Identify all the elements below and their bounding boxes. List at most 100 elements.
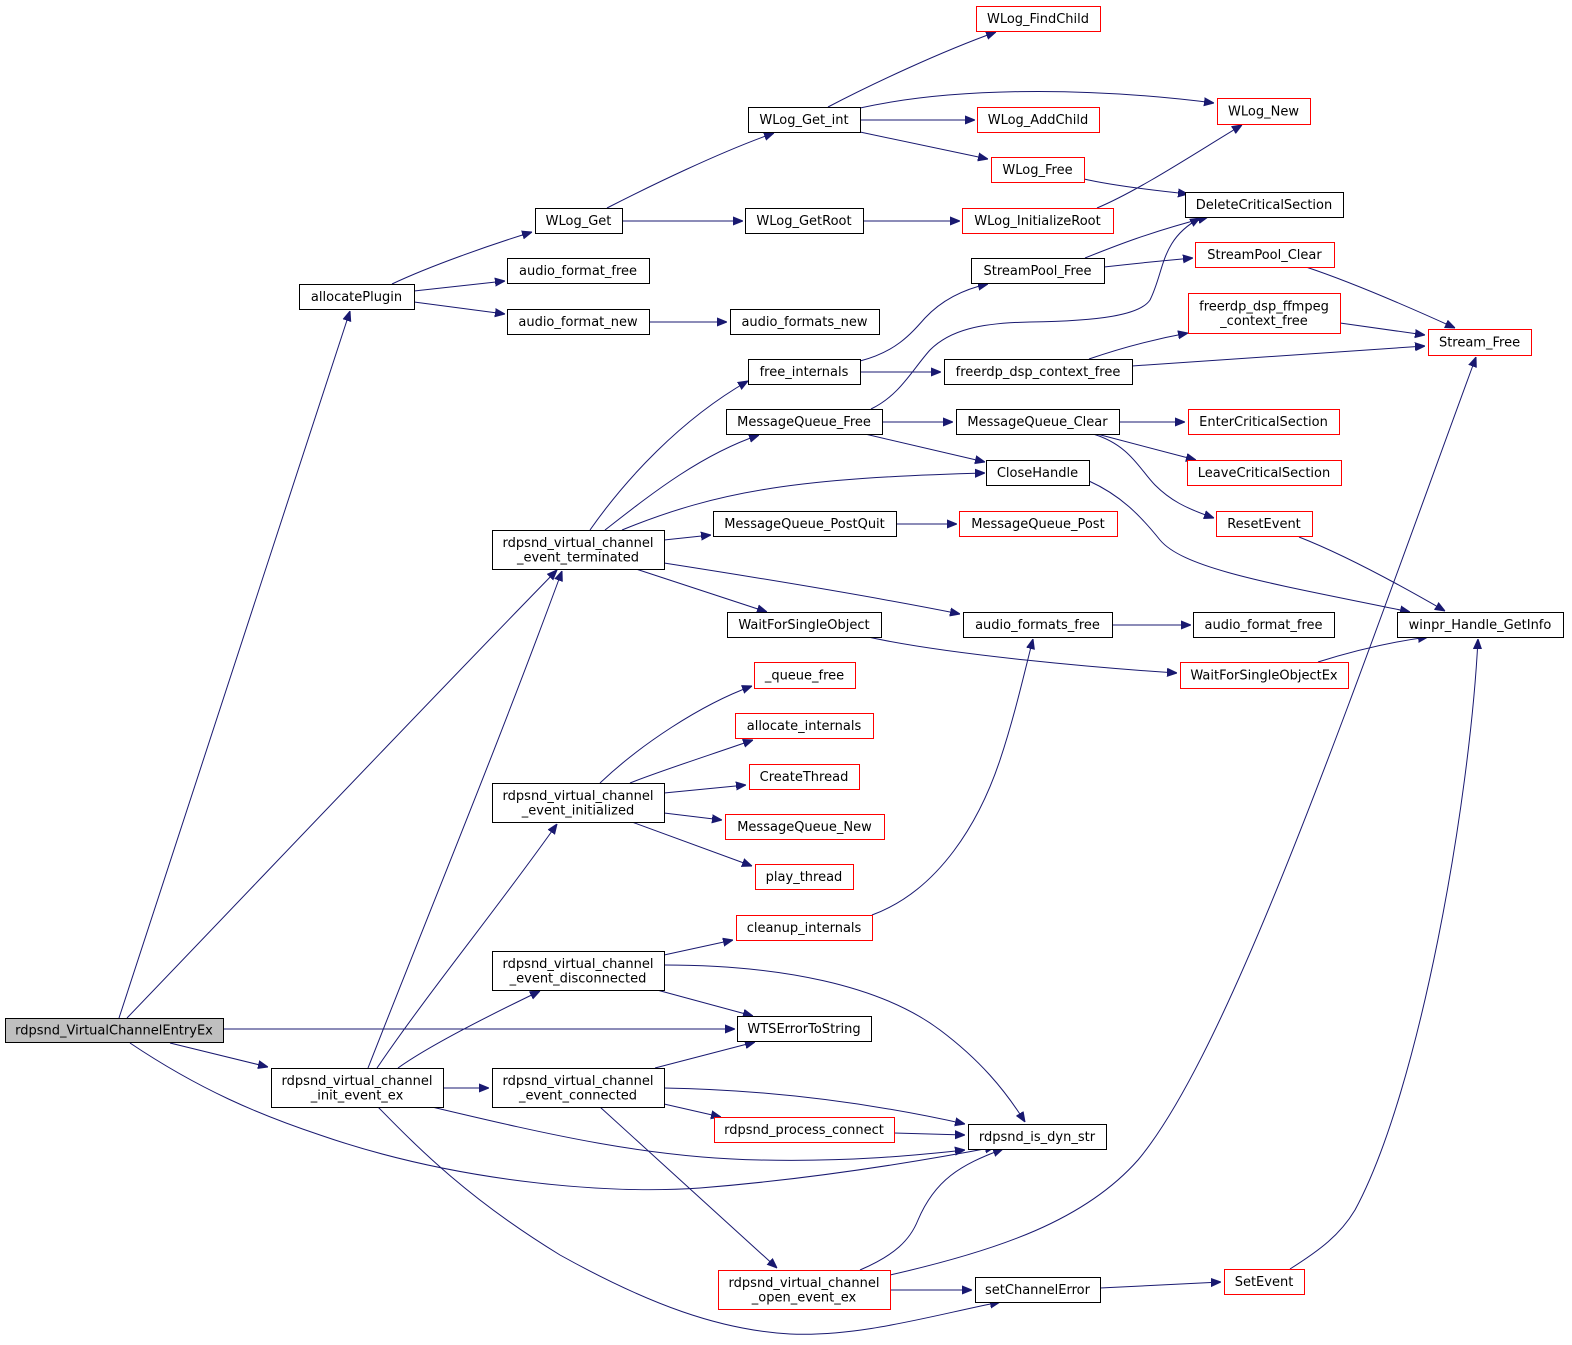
node-message-queue-post[interactable]: MessageQueue_Post bbox=[959, 511, 1118, 537]
edge-open-event-ex-to-stream-free bbox=[889, 357, 1476, 1276]
node-stream-pool-clear[interactable]: StreamPool_Clear bbox=[1195, 242, 1335, 268]
edge-stream-pool-clear-to-stream-free bbox=[1305, 266, 1455, 328]
node-allocate-internals[interactable]: allocate_internals bbox=[735, 713, 874, 739]
node-stream-pool-free[interactable]: StreamPool_Free bbox=[971, 258, 1105, 284]
node-label: freerdp_dsp_context_free bbox=[956, 365, 1121, 380]
node-allocate-plugin[interactable]: allocatePlugin bbox=[299, 284, 415, 310]
node-box bbox=[745, 208, 864, 234]
edge-allocate-plugin-to-audio-format-free-1 bbox=[413, 281, 505, 292]
node-label: WLog_InitializeRoot bbox=[974, 214, 1100, 229]
node-wait-for-single-object[interactable]: WaitForSingleObject bbox=[727, 612, 882, 638]
edge-init-event-ex-to-set-channel-error bbox=[377, 1106, 1000, 1335]
node-ev-disconnected[interactable]: rdpsnd_virtual_channel_event_disconnecte… bbox=[492, 951, 665, 991]
node-set-channel-error[interactable]: setChannelError bbox=[975, 1277, 1101, 1303]
node-wlog-new[interactable]: WLog_New bbox=[1217, 98, 1311, 125]
node-ev-terminated[interactable]: rdpsnd_virtual_channel_event_terminated bbox=[492, 530, 665, 570]
node-close-handle[interactable]: CloseHandle bbox=[986, 460, 1090, 486]
node-set-event[interactable]: SetEvent bbox=[1224, 1269, 1305, 1295]
node-is-dyn-str[interactable]: rdpsnd_is_dyn_str bbox=[968, 1124, 1107, 1150]
node-label: MessageQueue_Free bbox=[737, 415, 871, 430]
node-label: Stream_Free bbox=[1439, 336, 1520, 351]
node-message-queue-free[interactable]: MessageQueue_Free bbox=[726, 409, 883, 435]
node-wlog-find-child[interactable]: WLog_FindChild bbox=[976, 6, 1101, 32]
edge-set-channel-error-to-set-event bbox=[1099, 1282, 1221, 1289]
node-box bbox=[1187, 460, 1342, 486]
node-label: freerdp_dsp_ffmpeg bbox=[1199, 299, 1329, 314]
edge-wlog-get-int-to-wlog-new bbox=[859, 91, 1214, 109]
node-label: CloseHandle bbox=[997, 466, 1078, 481]
node-queue-free[interactable]: _queue_free bbox=[754, 662, 856, 689]
node-process-connect[interactable]: rdpsnd_process_connect bbox=[714, 1117, 895, 1143]
node-box bbox=[725, 814, 885, 840]
nodes-layer: rdpsnd_VirtualChannelEntryEx allocatePlug… bbox=[5, 6, 1564, 1310]
edge-wlog-initialize-root-to-wlog-new bbox=[1096, 125, 1242, 209]
edge-ev-terminated-to-audio-formats-free bbox=[663, 562, 960, 614]
node-wtserror-to-string[interactable]: WTSErrorToString bbox=[737, 1016, 872, 1042]
node-box bbox=[976, 6, 1101, 32]
edge-wlog-get-int-to-wlog-free bbox=[859, 131, 988, 159]
node-ev-connected[interactable]: rdpsnd_virtual_channel_event_connected bbox=[492, 1068, 665, 1108]
node-wlog-get[interactable]: WLog_Get bbox=[535, 208, 623, 234]
node-message-queue-clear[interactable]: MessageQueue_Clear bbox=[956, 409, 1120, 435]
edge-message-queue-clear-to-reset-event bbox=[1092, 433, 1214, 518]
node-leave-critical-section[interactable]: LeaveCriticalSection bbox=[1187, 460, 1342, 486]
edge-wlog-get-int-to-wlog-find-child bbox=[827, 32, 996, 108]
node-label: MessageQueue_Clear bbox=[967, 415, 1108, 430]
edge-ev-terminated-to-free-internals bbox=[589, 381, 748, 531]
node-message-queue-new[interactable]: MessageQueue_New bbox=[725, 814, 885, 840]
node-audio-format-new[interactable]: audio_format_new bbox=[507, 309, 650, 335]
node-winpr-handle-get-info[interactable]: winpr_Handle_GetInfo bbox=[1397, 612, 1564, 638]
edge-init-event-ex-to-ev-disconnected bbox=[397, 991, 540, 1069]
node-wlog-get-int[interactable]: WLog_Get_int bbox=[748, 107, 861, 133]
node-wlog-add-child[interactable]: WLog_AddChild bbox=[977, 107, 1100, 133]
node-label: WLog_GetRoot bbox=[756, 214, 851, 229]
node-cleanup-internals[interactable]: cleanup_internals bbox=[736, 915, 873, 941]
node-box bbox=[713, 511, 897, 537]
node-wait-for-single-object-ex[interactable]: WaitForSingleObjectEx bbox=[1180, 662, 1349, 689]
node-root[interactable]: rdpsnd_VirtualChannelEntryEx bbox=[5, 1018, 224, 1043]
node-audio-formats-new[interactable]: audio_formats_new bbox=[730, 309, 880, 335]
node-audio-format-free-2[interactable]: audio_format_free bbox=[1193, 612, 1335, 638]
node-open-event-ex[interactable]: rdpsnd_virtual_channel_open_event_ex bbox=[718, 1270, 891, 1310]
node-ffmpeg-free[interactable]: freerdp_dsp_ffmpeg_context_free bbox=[1188, 293, 1341, 334]
node-box bbox=[507, 258, 650, 284]
node-enter-critical-section[interactable]: EnterCriticalSection bbox=[1188, 409, 1340, 435]
node-stream-free[interactable]: Stream_Free bbox=[1428, 329, 1532, 356]
edge-root-to-ev-terminated bbox=[126, 570, 557, 1019]
node-box bbox=[755, 864, 854, 890]
edge-open-event-ex-to-is-dyn-str bbox=[859, 1149, 1003, 1271]
node-dsp-context-free[interactable]: freerdp_dsp_context_free bbox=[944, 359, 1133, 385]
node-ev-initialized[interactable]: rdpsnd_virtual_channel_event_initialized bbox=[492, 783, 665, 823]
node-box bbox=[1428, 329, 1532, 356]
edge-ev-terminated-to-message-queue-post-quit bbox=[663, 535, 711, 540]
node-label: rdpsnd_virtual_channel bbox=[503, 536, 654, 551]
edge-allocate-plugin-to-wlog-get bbox=[391, 232, 532, 285]
node-audio-formats-free[interactable]: audio_formats_free bbox=[963, 612, 1113, 638]
node-label: rdpsnd_virtual_channel bbox=[503, 1074, 654, 1089]
edge-ev-connected-to-process-connect bbox=[663, 1103, 721, 1117]
node-wlog-free[interactable]: WLog_Free bbox=[991, 157, 1085, 183]
node-init-event-ex[interactable]: rdpsnd_virtual_channel_init_event_ex bbox=[271, 1068, 444, 1108]
edge-ev-terminated-to-message-queue-free bbox=[604, 435, 759, 531]
node-delete-critical-section[interactable]: DeleteCriticalSection bbox=[1185, 192, 1344, 218]
node-box bbox=[507, 309, 650, 335]
node-label: WLog_New bbox=[1228, 105, 1299, 120]
node-label: WLog_AddChild bbox=[988, 113, 1089, 128]
node-box bbox=[1224, 1269, 1305, 1295]
node-wlog-get-root[interactable]: WLog_GetRoot bbox=[745, 208, 864, 234]
node-box bbox=[726, 409, 883, 435]
node-audio-format-free-1[interactable]: audio_format_free bbox=[507, 258, 650, 284]
node-box bbox=[492, 1068, 665, 1108]
node-create-thread[interactable]: CreateThread bbox=[749, 764, 860, 790]
node-label: WaitForSingleObject bbox=[738, 618, 869, 633]
node-reset-event[interactable]: ResetEvent bbox=[1216, 511, 1313, 537]
edge-init-event-ex-to-ev-terminated bbox=[367, 571, 562, 1069]
edge-dsp-context-free-to-ffmpeg-free bbox=[1088, 333, 1188, 360]
node-message-queue-post-quit[interactable]: MessageQueue_PostQuit bbox=[713, 511, 897, 537]
node-label: _open_event_ex bbox=[751, 1290, 857, 1305]
node-label: WLog_Get bbox=[546, 214, 612, 229]
node-wlog-initialize-root[interactable]: WLog_InitializeRoot bbox=[962, 208, 1114, 234]
node-label: WLog_Free bbox=[1002, 163, 1072, 178]
node-free-internals[interactable]: free_internals bbox=[748, 359, 861, 385]
node-play-thread[interactable]: play_thread bbox=[755, 864, 854, 890]
